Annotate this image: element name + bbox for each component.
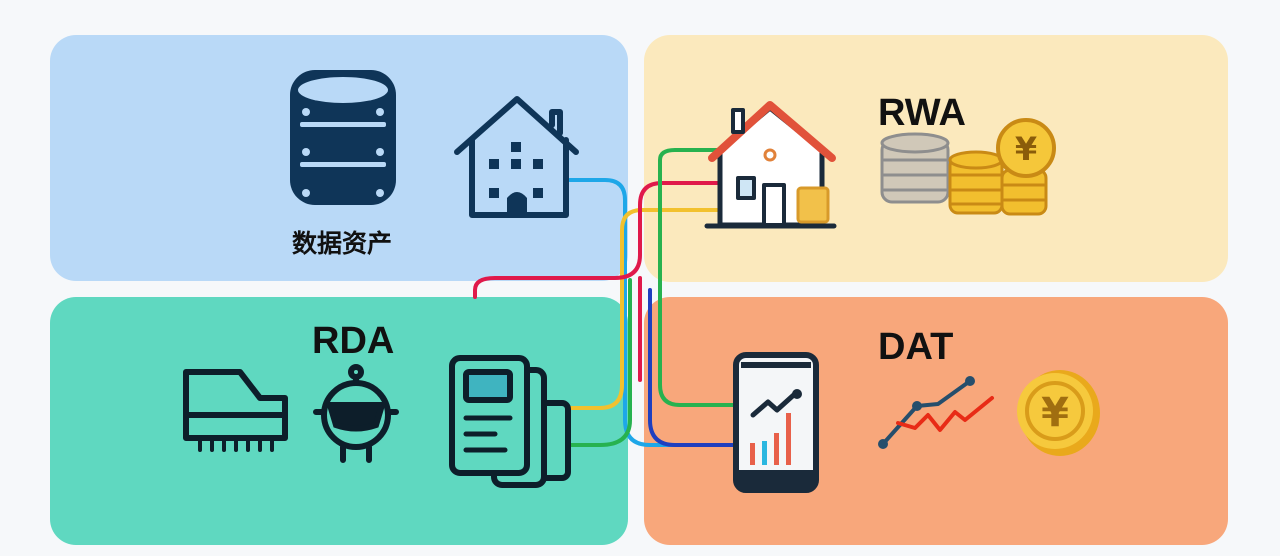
connector-green [568, 148, 742, 447]
data-assets-label: 数据资产 [292, 229, 393, 258]
terminal-icon [449, 355, 571, 488]
yen-coin-icon: ¥ [1017, 370, 1100, 456]
rwa-label: RWA [878, 92, 966, 134]
dat-label: DAT [878, 326, 954, 368]
svg-text:¥: ¥ [1015, 130, 1037, 168]
coin-stack-icon: ¥ [880, 118, 1056, 216]
rda-label: RDA [312, 320, 395, 362]
connector-navy [648, 288, 742, 447]
connector-yellow [568, 208, 722, 410]
building-icon [454, 96, 579, 218]
connector-blue [568, 178, 742, 447]
svg-text:¥: ¥ [1041, 390, 1069, 436]
database-icon [290, 70, 396, 205]
keyboard-icon [183, 369, 288, 452]
house-icon [704, 101, 837, 229]
phone-chart-icon [733, 352, 819, 493]
line-chart-icon [878, 376, 994, 449]
robot-icon [313, 364, 399, 463]
connector-red [473, 181, 722, 299]
